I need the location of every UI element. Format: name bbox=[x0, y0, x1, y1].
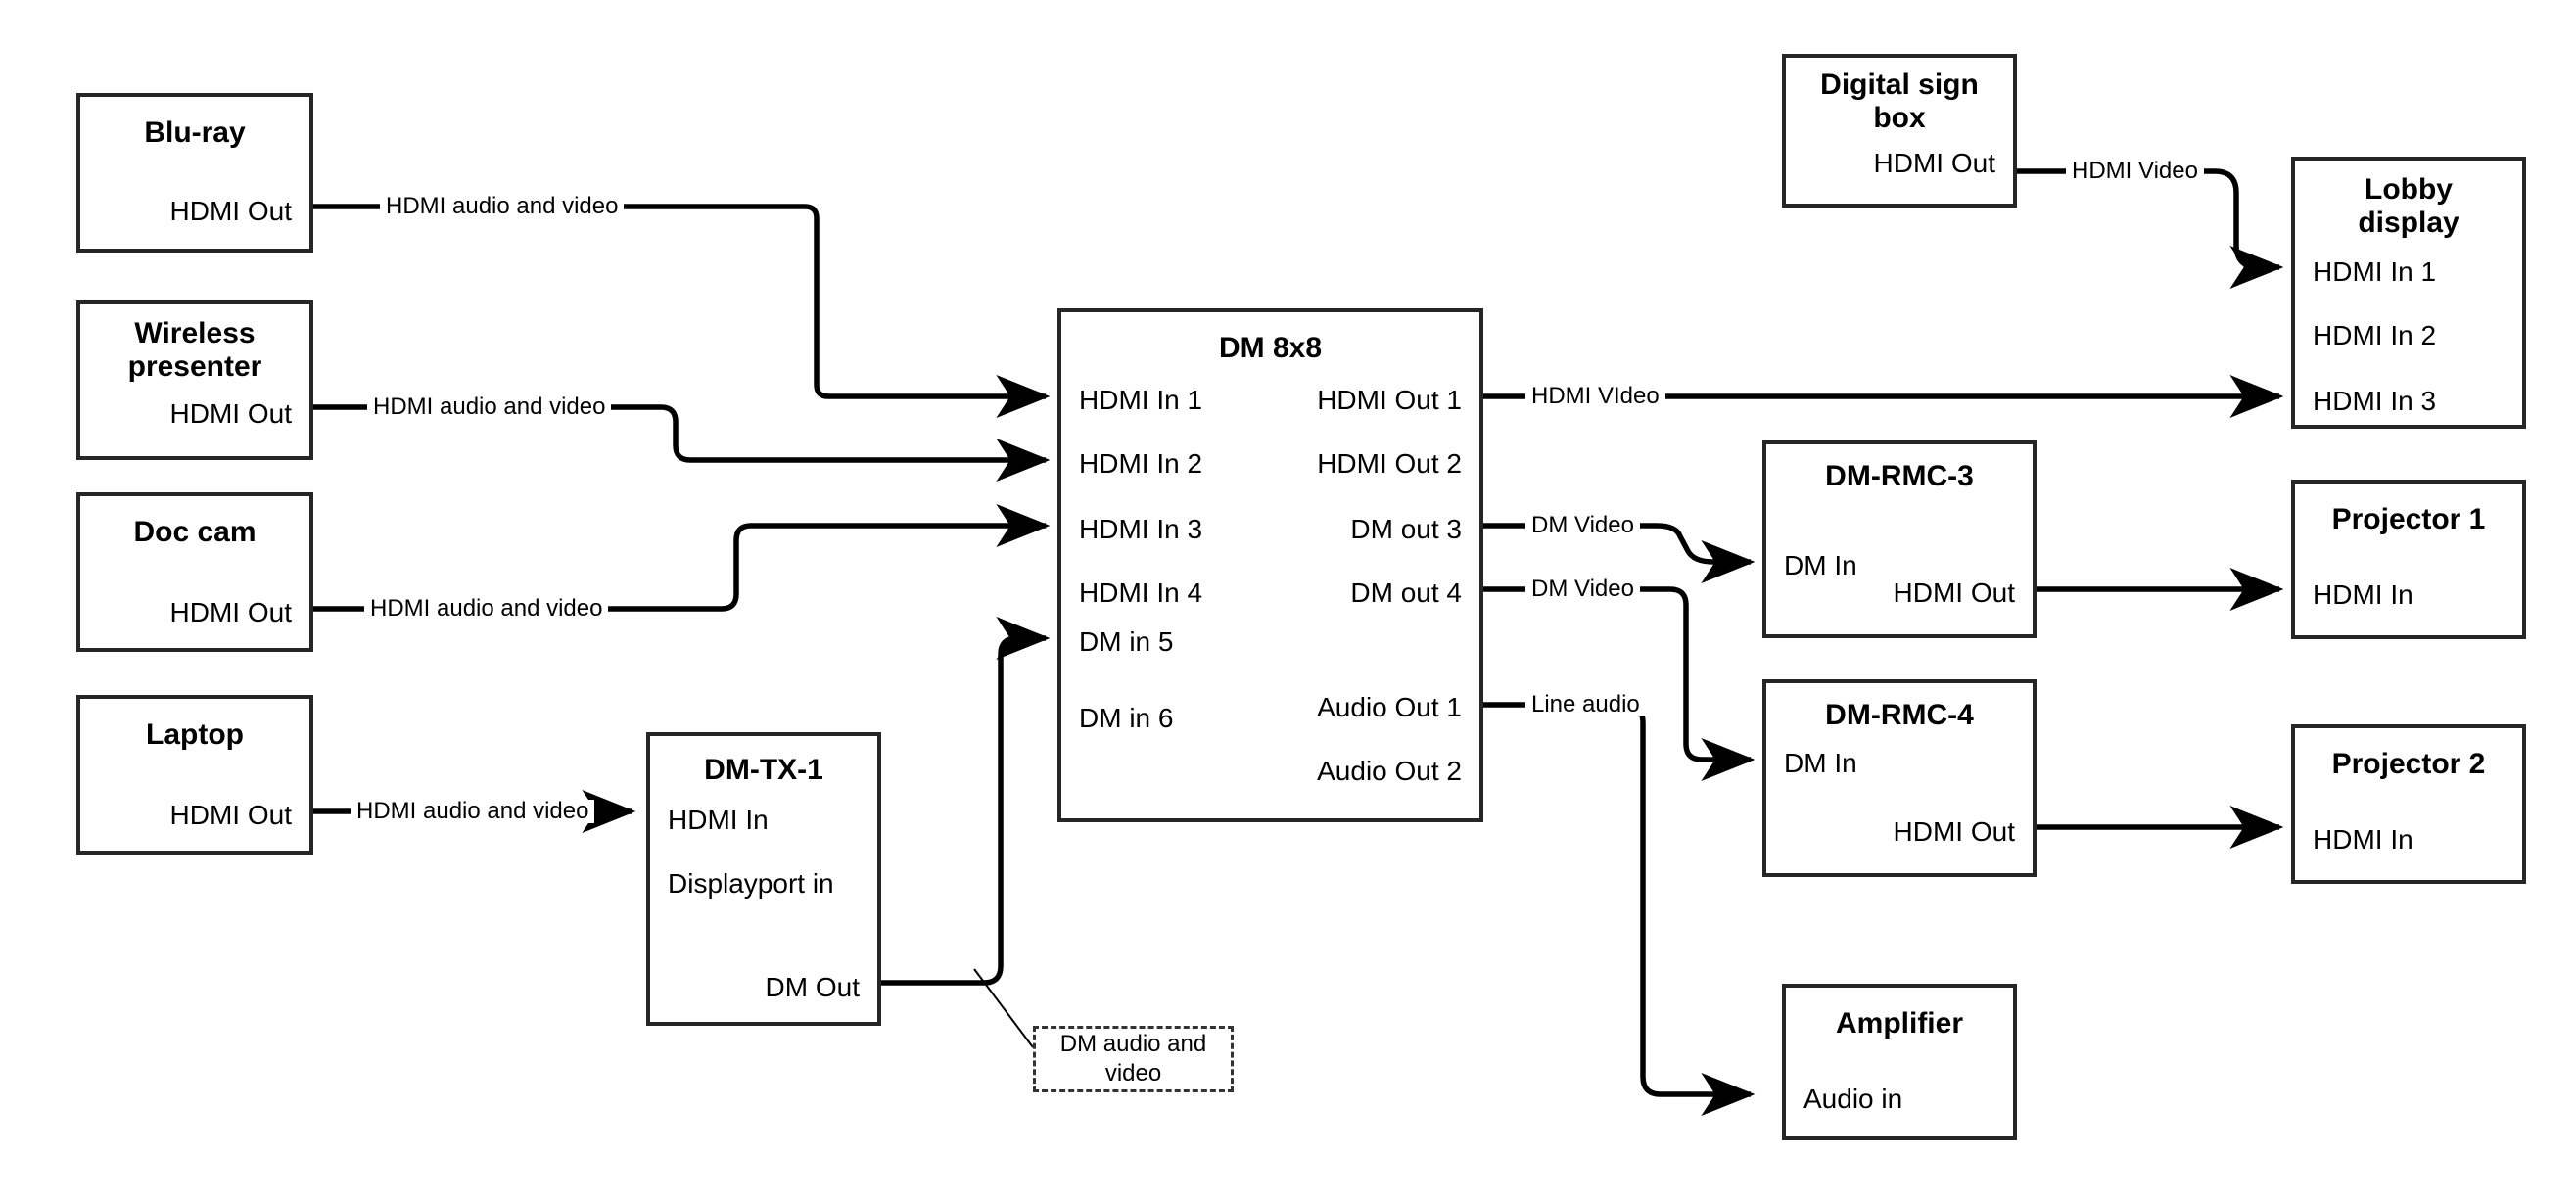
wire-label-wireless: HDMI audio and video bbox=[367, 395, 612, 419]
node-dm-8x8-port-audio-out-1: Audio Out 1 bbox=[1317, 692, 1462, 722]
node-dm-8x8-port-dm-in-5: DM in 5 bbox=[1079, 626, 1174, 657]
node-wireless-presenter[interactable]: Wireless presenter HDMI Out bbox=[76, 300, 313, 460]
node-dm-rmc-4[interactable]: DM-RMC-4 DM In HDMI Out bbox=[1762, 679, 2037, 877]
node-dm-rmc-3[interactable]: DM-RMC-3 DM In HDMI Out bbox=[1762, 440, 2037, 638]
node-laptop-port-hdmi-out: HDMI Out bbox=[169, 800, 292, 830]
node-bluray-title: Blu-ray bbox=[144, 116, 246, 149]
node-dm-rmc-3-port-dm-in: DM In bbox=[1784, 550, 1857, 580]
node-dm-8x8-port-hdmi-in-4: HDMI In 4 bbox=[1079, 577, 1203, 608]
node-amplifier-port-audio-in: Audio in bbox=[1803, 1084, 1903, 1114]
node-dm-8x8-port-dm-in-6: DM in 6 bbox=[1079, 703, 1174, 733]
node-dm-rmc-4-port-dm-in: DM In bbox=[1784, 748, 1857, 778]
node-dm-8x8-title: DM 8x8 bbox=[1218, 332, 1323, 364]
wire-label-laptop: HDMI audio and video bbox=[351, 800, 595, 823]
node-projector-1[interactable]: Projector 1 HDMI In bbox=[2291, 480, 2526, 639]
node-dm-tx-1-port-dm-out: DM Out bbox=[765, 972, 860, 1002]
node-laptop[interactable]: Laptop HDMI Out bbox=[76, 695, 313, 855]
wire-label-bluray: HDMI audio and video bbox=[380, 195, 625, 218]
callout-dm-audio-video: DM audio and video bbox=[1033, 1026, 1234, 1092]
node-lobby-display-port-hdmi-in-3: HDMI In 3 bbox=[2313, 386, 2437, 416]
node-projector-1-title: Projector 1 bbox=[2331, 503, 2486, 535]
node-dm-8x8-port-hdmi-out-2: HDMI Out 2 bbox=[1317, 448, 1462, 479]
node-bluray[interactable]: Blu-ray HDMI Out bbox=[76, 93, 313, 253]
node-projector-2-port-hdmi-in: HDMI In bbox=[2313, 824, 2413, 855]
wire-label-line-audio: Line audio bbox=[1525, 693, 1646, 716]
node-projector-1-port-hdmi-in: HDMI In bbox=[2313, 579, 2413, 610]
node-dm-8x8-port-audio-out-2: Audio Out 2 bbox=[1317, 756, 1462, 786]
node-dm-tx-1-port-hdmi-in: HDMI In bbox=[668, 805, 769, 835]
node-projector-2[interactable]: Projector 2 HDMI In bbox=[2291, 724, 2526, 884]
node-dm-tx-1[interactable]: DM-TX-1 HDMI In Displayport in DM Out bbox=[646, 732, 881, 1026]
node-lobby-display-title-line-2: display bbox=[2358, 206, 2459, 239]
node-dm-rmc-3-title: DM-RMC-3 bbox=[1825, 460, 1974, 492]
wire-dmtx1-to-dm8x8-in5 bbox=[881, 617, 1051, 986]
node-wireless-presenter-title-line-1: Wireless bbox=[134, 317, 256, 349]
wire-dsbox-to-lobby-in1 bbox=[2017, 168, 2284, 289]
node-laptop-title: Laptop bbox=[146, 718, 244, 751]
node-dm-8x8-port-dm-out-4: DM out 4 bbox=[1350, 577, 1462, 608]
node-lobby-display[interactable]: Lobby display HDMI In 1 HDMI In 2 HDMI I… bbox=[2291, 157, 2526, 429]
node-dm-8x8-port-hdmi-in-1: HDMI In 1 bbox=[1079, 385, 1203, 415]
callout-leader-line bbox=[973, 968, 1034, 1048]
node-bluray-port-hdmi-out: HDMI Out bbox=[169, 196, 292, 226]
wire-bluray-to-dm8x8-in1 bbox=[313, 204, 1051, 418]
node-digital-sign-box-port-hdmi-out: HDMI Out bbox=[1873, 148, 1995, 178]
node-doc-cam[interactable]: Doc cam HDMI Out bbox=[76, 492, 313, 652]
node-lobby-display-title-line-1: Lobby bbox=[2365, 173, 2453, 206]
node-lobby-display-port-hdmi-in-1: HDMI In 1 bbox=[2313, 256, 2437, 287]
node-projector-2-title: Projector 2 bbox=[2331, 748, 2486, 780]
wire-label-hdmi-video-dsbox: HDMI Video bbox=[2066, 160, 2204, 183]
node-dm-rmc-3-port-hdmi-out: HDMI Out bbox=[1893, 577, 2015, 608]
node-lobby-display-port-hdmi-in-2: HDMI In 2 bbox=[2313, 320, 2437, 350]
node-amplifier-title: Amplifier bbox=[1835, 1007, 1964, 1039]
node-wireless-presenter-title: Wireless presenter bbox=[80, 317, 309, 383]
node-lobby-display-title: Lobby display bbox=[2295, 173, 2522, 239]
node-dm-8x8-port-dm-out-3: DM out 3 bbox=[1350, 514, 1462, 544]
node-dm-rmc-4-title: DM-RMC-4 bbox=[1825, 699, 1974, 731]
node-doc-cam-title: Doc cam bbox=[133, 516, 257, 548]
node-dm-8x8-port-hdmi-out-1: HDMI Out 1 bbox=[1317, 385, 1462, 415]
node-digital-sign-box-title-line-2: box bbox=[1873, 101, 1926, 134]
wire-label-dm-video-out4: DM Video bbox=[1525, 577, 1640, 601]
callout-text: DM audio and video bbox=[1060, 1030, 1206, 1088]
node-amplifier[interactable]: Amplifier Audio in bbox=[1782, 984, 2017, 1140]
node-dm-8x8-port-hdmi-in-3: HDMI In 3 bbox=[1079, 514, 1203, 544]
node-digital-sign-box[interactable]: Digital sign box HDMI Out bbox=[1782, 54, 2017, 208]
node-wireless-presenter-title-line-2: presenter bbox=[127, 349, 262, 383]
node-dm-tx-1-port-displayport-in: Displayport in bbox=[668, 868, 834, 899]
wire-label-dm-video-out3: DM Video bbox=[1525, 514, 1640, 537]
node-dm-rmc-4-port-hdmi-out: HDMI Out bbox=[1893, 816, 2015, 847]
node-dm-8x8-port-hdmi-in-2: HDMI In 2 bbox=[1079, 448, 1203, 479]
node-digital-sign-box-title-line-1: Digital sign bbox=[1820, 69, 1979, 101]
node-wireless-presenter-port-hdmi-out: HDMI Out bbox=[169, 398, 292, 429]
wire-dm8x8-out4-to-rmc4 bbox=[1483, 586, 1756, 781]
node-dm-tx-1-title: DM-TX-1 bbox=[704, 754, 823, 786]
wire-label-doccam: HDMI audio and video bbox=[364, 597, 609, 621]
callout-line-2: video bbox=[1104, 1060, 1162, 1086]
wire-label-hdmi-video-out1: HDMI VIdeo bbox=[1525, 385, 1665, 408]
node-digital-sign-box-title: Digital sign box bbox=[1786, 69, 2013, 134]
wire-dm8x8-audioout1-to-amp bbox=[1483, 702, 1756, 1116]
node-dm-8x8[interactable]: DM 8x8 HDMI In 1 HDMI In 2 HDMI In 3 HDM… bbox=[1057, 308, 1483, 822]
callout-line-1: DM audio and bbox=[1059, 1031, 1207, 1057]
node-doc-cam-port-hdmi-out: HDMI Out bbox=[169, 597, 292, 627]
